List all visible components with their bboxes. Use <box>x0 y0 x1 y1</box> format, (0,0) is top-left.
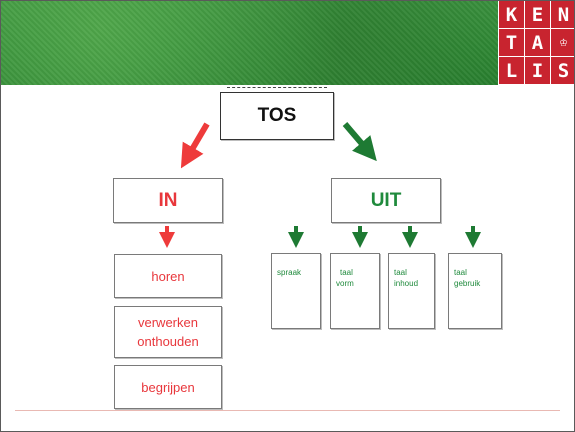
uit-item-label: spraak <box>277 268 302 277</box>
crown-icon: ♔ <box>551 29 574 57</box>
logo-letter: T <box>499 29 525 57</box>
logo-letter: N <box>551 1 574 29</box>
logo-letter: S <box>551 57 574 85</box>
uit-item-label: taal gebruik <box>454 268 481 288</box>
in-item-label: begrijpen <box>141 379 195 395</box>
in-item-begrijpen: begrijpen <box>114 365 222 409</box>
uit-item-taal-gebruik: taal gebruik <box>448 253 502 329</box>
uit-item-label: taal vorm <box>336 268 354 288</box>
uit-item-taal-inhoud: taal inhoud <box>388 253 435 329</box>
uit-item-label: taal inhoud <box>394 268 419 288</box>
in-item-label: verwerken onthouden <box>137 315 199 349</box>
green-banner <box>1 1 498 85</box>
footer-divider <box>15 410 560 411</box>
logo-letter: K <box>499 1 525 29</box>
in-box: IN <box>113 178 223 223</box>
uit-box: UIT <box>331 178 441 223</box>
logo-letter: I <box>525 57 551 85</box>
in-item-horen: horen <box>114 254 222 298</box>
tos-box: TOS <box>220 92 334 140</box>
logo-letter: A <box>525 29 551 57</box>
logo-letter: E <box>525 1 551 29</box>
tos-box-top-edge <box>227 87 327 96</box>
in-item-verwerken-onthouden: verwerken onthouden <box>114 306 222 358</box>
in-item-label: horen <box>151 268 185 284</box>
uit-item-spraak: spraak <box>271 253 321 329</box>
kentalis-logo: K E N T A ♔ L I S <box>498 1 574 85</box>
logo-letter: L <box>499 57 525 85</box>
uit-item-taal-vorm: taal vorm <box>330 253 380 329</box>
